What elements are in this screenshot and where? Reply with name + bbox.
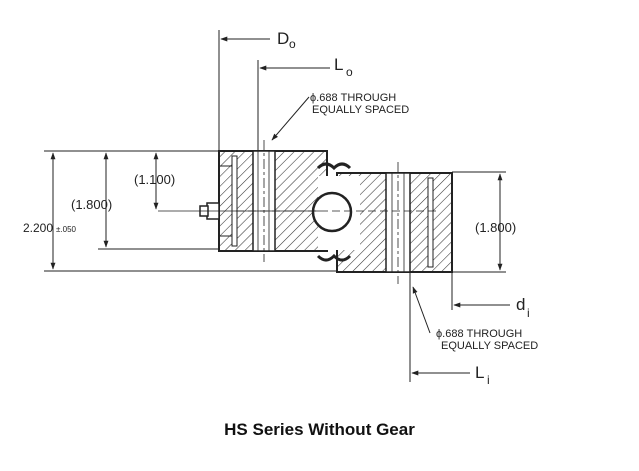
top-hole-note-line2: EQUALLY SPACED <box>312 104 409 116</box>
figure-caption: HS Series Without Gear <box>224 420 415 439</box>
left-dimensions <box>44 150 337 272</box>
centerlines <box>158 140 440 284</box>
right-dimensions <box>452 171 506 273</box>
lo-label: L <box>334 55 343 74</box>
outer-height-label: (1.800) <box>71 197 112 212</box>
do-subscript: o <box>289 37 296 51</box>
top-hole-note-line1: ϕ.688 THROUGH <box>310 92 396 104</box>
li-subscript: i <box>487 373 490 387</box>
outer-ring-section <box>218 150 328 252</box>
di-label: d <box>516 295 525 314</box>
overall-height-label: 2.200 <box>23 221 53 235</box>
ball-raceway <box>311 162 360 262</box>
top-dimensions <box>218 30 330 151</box>
offset-height-label: (1.100) <box>134 172 175 187</box>
do-label: D <box>277 29 289 48</box>
di-subscript: i <box>527 306 530 320</box>
ball-element <box>311 191 353 233</box>
overall-height-tolerance: ±.050 <box>56 225 77 234</box>
upper-seal <box>316 162 352 171</box>
li-label: L <box>475 363 484 382</box>
bottom-dimensions <box>409 272 510 382</box>
bottom-hole-note-line1: ϕ.688 THROUGH <box>436 328 522 340</box>
bottom-hole-note-line2: EQUALLY SPACED <box>441 340 538 352</box>
lower-seal <box>316 253 352 262</box>
lo-subscript: o <box>346 65 353 79</box>
inner-height-label: (1.800) <box>475 220 516 235</box>
top-note-leader <box>271 96 310 141</box>
